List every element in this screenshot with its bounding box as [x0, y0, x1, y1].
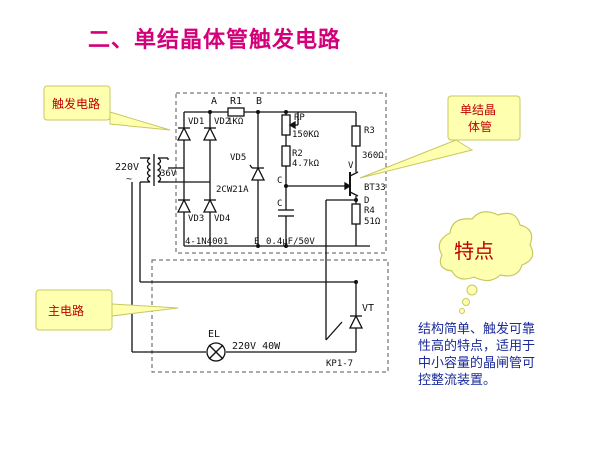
label-node-v: V: [348, 161, 354, 171]
label-supply-symbol: ~: [126, 174, 132, 185]
transformer: [140, 154, 210, 186]
vd1-diode: [176, 126, 192, 141]
label-lamp-rating: 220V 40W: [232, 341, 281, 352]
label-node-a: A: [211, 96, 217, 107]
vd2-diode: [202, 126, 218, 141]
label-scr-model: KP1-7: [326, 359, 353, 369]
scr-vt: [348, 282, 364, 352]
callout-main-circuit: 主电路: [35, 289, 179, 331]
label-vt: VT: [362, 303, 374, 314]
label-r3-value: 360Ω: [362, 151, 384, 161]
label-rp-value: 150KΩ: [292, 130, 320, 140]
r3-resistor: [351, 125, 361, 147]
feature-description: 结构简单、触发可靠 性高的特点，适用于 中小容量的晶闸管可 控整流装置。: [418, 321, 586, 389]
label-lamp: EL: [208, 329, 220, 340]
label-vd4: VD4: [214, 214, 230, 224]
ujt-bt33: [344, 171, 359, 197]
callout-trigger-text: 触发电路: [52, 96, 100, 111]
label-r3: R3: [364, 126, 375, 136]
label-r1: R1: [230, 96, 242, 107]
label-bridge-diodes: 4-1N4001: [185, 237, 228, 247]
label-r2-value: 4.7kΩ: [292, 159, 320, 169]
label-node-c1: C: [277, 176, 282, 186]
description-line: 控整流装置。: [418, 373, 497, 388]
label-zener: 2CW21A: [216, 185, 249, 195]
label-r2: R2: [292, 149, 303, 159]
vd4-diode: [202, 198, 218, 213]
r2-resistor: [281, 145, 291, 167]
callout-ujt-line1: 单结晶: [460, 103, 496, 117]
label-vd1: VD1: [188, 117, 204, 127]
label-ujt-model: BT33: [364, 183, 386, 193]
label-vd3: VD3: [188, 214, 204, 224]
label-node-c2: C: [277, 199, 282, 209]
label-vd2: VD2: [214, 117, 230, 127]
label-node-b: B: [256, 96, 262, 107]
main-circuit-box: [151, 259, 389, 373]
page-title: 二、单结晶体管触发电路: [88, 28, 342, 53]
lamp-el: [206, 342, 226, 362]
label-r4-value: 51Ω: [364, 217, 381, 227]
description-line: 性高的特点，适用于: [418, 339, 536, 354]
label-r4: R4: [364, 206, 375, 216]
label-secondary: 36V: [160, 169, 177, 179]
capacitor: [278, 209, 294, 217]
vd3-diode: [176, 198, 192, 213]
callout-trigger-circuit: 触发电路: [43, 85, 171, 131]
callout-main-text: 主电路: [48, 303, 84, 318]
label-vd5: VD5: [230, 153, 246, 163]
cloud-label: 特点: [454, 239, 494, 263]
label-node-d: D: [364, 196, 369, 206]
callout-ujt-line2: 体管: [468, 119, 492, 134]
label-cap-value: 0.4μF/50V: [266, 237, 315, 247]
r1-resistor: [227, 107, 245, 117]
r4-resistor: [351, 203, 361, 225]
label-rp: RP: [294, 113, 305, 123]
feature-cloud: 特点: [438, 211, 534, 314]
description-line: 结构简单、触发可靠: [418, 322, 536, 337]
description-line: 中小容量的晶闸管可: [418, 356, 536, 371]
callout-ujt: 单结晶 体管: [359, 95, 521, 179]
label-supply: 220V: [115, 162, 139, 173]
label-r1-value: 1KΩ: [227, 117, 244, 127]
vd5-zener: [249, 164, 266, 181]
label-node-e: E: [254, 237, 259, 247]
trigger-circuit-box: [175, 92, 387, 254]
